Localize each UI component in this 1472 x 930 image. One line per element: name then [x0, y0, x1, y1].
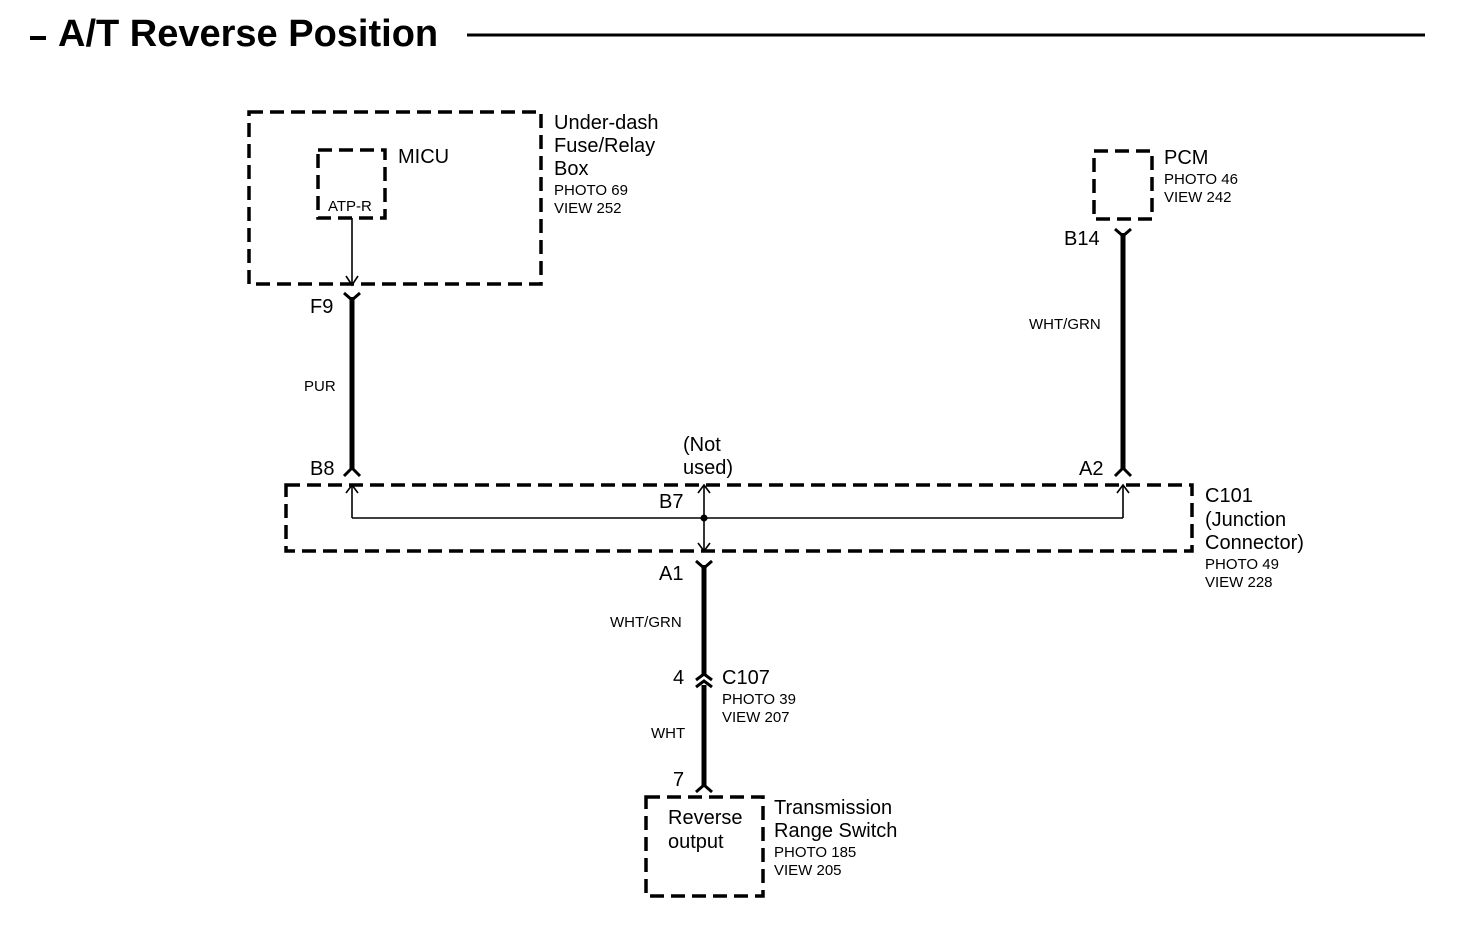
- c107-upper-terminal-icon: [695, 672, 713, 682]
- b8-terminal-icon: [342, 465, 362, 478]
- c107-lower-terminal-icon: [695, 679, 713, 689]
- a2-terminal-icon: [1113, 465, 1133, 478]
- trs-view: VIEW 205: [774, 862, 842, 879]
- not-used-line1: (Not: [683, 434, 721, 456]
- b8-label: B8: [310, 458, 334, 480]
- c107-name: C107: [722, 667, 770, 689]
- lower-wire-label: WHT/GRN: [610, 614, 682, 631]
- pin7-label: 7: [673, 769, 684, 791]
- bus-a1-arrow-icon: [697, 542, 711, 553]
- trs-name-line2: Range Switch: [774, 820, 897, 842]
- a2-label: A2: [1079, 458, 1103, 480]
- micu-label: MICU: [398, 146, 449, 168]
- bus-b7-arrow-icon: [697, 483, 711, 494]
- wht-wire-label: WHT: [651, 725, 685, 742]
- b7-label: B7: [659, 491, 683, 513]
- c101-photo: PHOTO 49: [1205, 556, 1279, 573]
- c101-junction-connector: [284, 483, 1194, 553]
- b14-label: B14: [1064, 228, 1100, 250]
- c101-name-line3: Connector): [1205, 532, 1304, 554]
- fuse-box-view: VIEW 252: [554, 200, 622, 217]
- under-dash-fuse-box: [247, 110, 543, 286]
- trs-photo: PHOTO 185: [774, 844, 856, 861]
- c101-name-line1: C101: [1205, 485, 1253, 507]
- c101-view: VIEW 228: [1205, 574, 1273, 591]
- atp-r-pin-label: ATP-R: [328, 198, 372, 215]
- pcm-photo: PHOTO 46: [1164, 171, 1238, 188]
- c107-photo: PHOTO 39: [722, 691, 796, 708]
- bus-b8-arrow-icon: [345, 483, 359, 494]
- c101-name-line2: (Junction: [1205, 509, 1286, 531]
- f9-label: F9: [310, 296, 333, 318]
- micu-arrow-icon: [345, 275, 359, 287]
- fuse-box-name-line1: Under-dash: [554, 112, 659, 134]
- c107-view: VIEW 207: [722, 709, 790, 726]
- pin7-terminal-icon: [695, 783, 713, 794]
- bus-a2-arrow-icon: [1116, 483, 1130, 494]
- trs-name-line1: Transmission: [774, 797, 892, 819]
- junction-dot: [700, 514, 708, 522]
- pur-wire-label: PUR: [304, 378, 336, 395]
- pcm-wire-label: WHT/GRN: [1029, 316, 1101, 333]
- pcm-box: [1092, 149, 1154, 221]
- transmission-range-switch-box: [644, 795, 765, 898]
- fuse-box-name-line3: Box: [554, 158, 588, 180]
- trs-inner-line2: output: [668, 831, 724, 853]
- not-used-line2: used): [683, 457, 733, 479]
- pcm-view: VIEW 242: [1164, 189, 1232, 206]
- fuse-box-name-line2: Fuse/Relay: [554, 135, 655, 157]
- pcm-label: PCM: [1164, 147, 1208, 169]
- diagram-title: A/T Reverse Position: [58, 13, 438, 55]
- c107-pin-label: 4: [673, 667, 684, 689]
- a1-label: A1: [659, 563, 683, 585]
- fuse-box-photo: PHOTO 69: [554, 182, 628, 199]
- trs-inner-line1: Reverse: [668, 807, 742, 829]
